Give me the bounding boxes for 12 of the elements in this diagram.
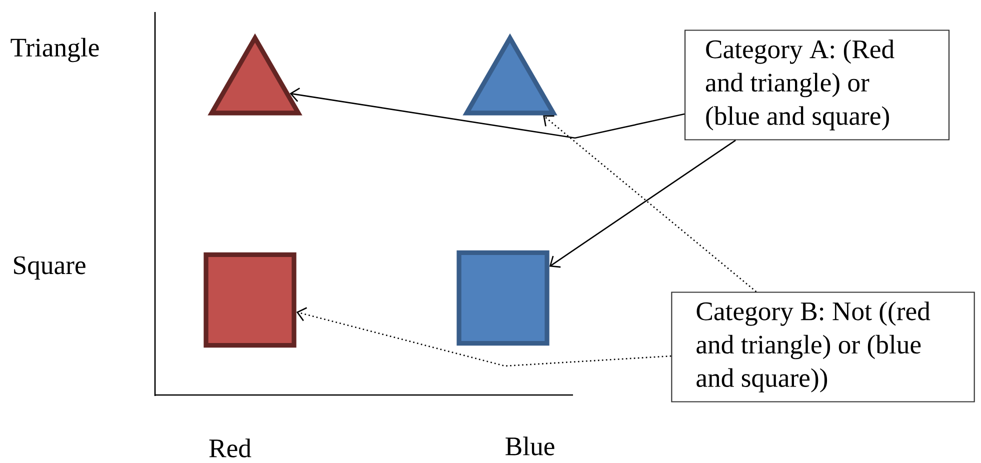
arrow	[290, 88, 685, 139]
category-box: Category A: (Red and triangle) or (blue and square)	[684, 30, 950, 140]
axis-label: Triangle	[10, 38, 99, 62]
axis-label: Square	[14, 256, 86, 280]
axis-label: Blue	[506, 436, 554, 456]
category-box: Category B: Not ((red and triangle) or (blue and square))	[671, 292, 975, 402]
arrow	[549, 140, 736, 268]
square-shape	[456, 250, 550, 346]
arrow	[296, 307, 672, 367]
axis-label: Red	[209, 438, 252, 458]
arrow	[543, 115, 757, 292]
square-shape	[204, 252, 296, 348]
